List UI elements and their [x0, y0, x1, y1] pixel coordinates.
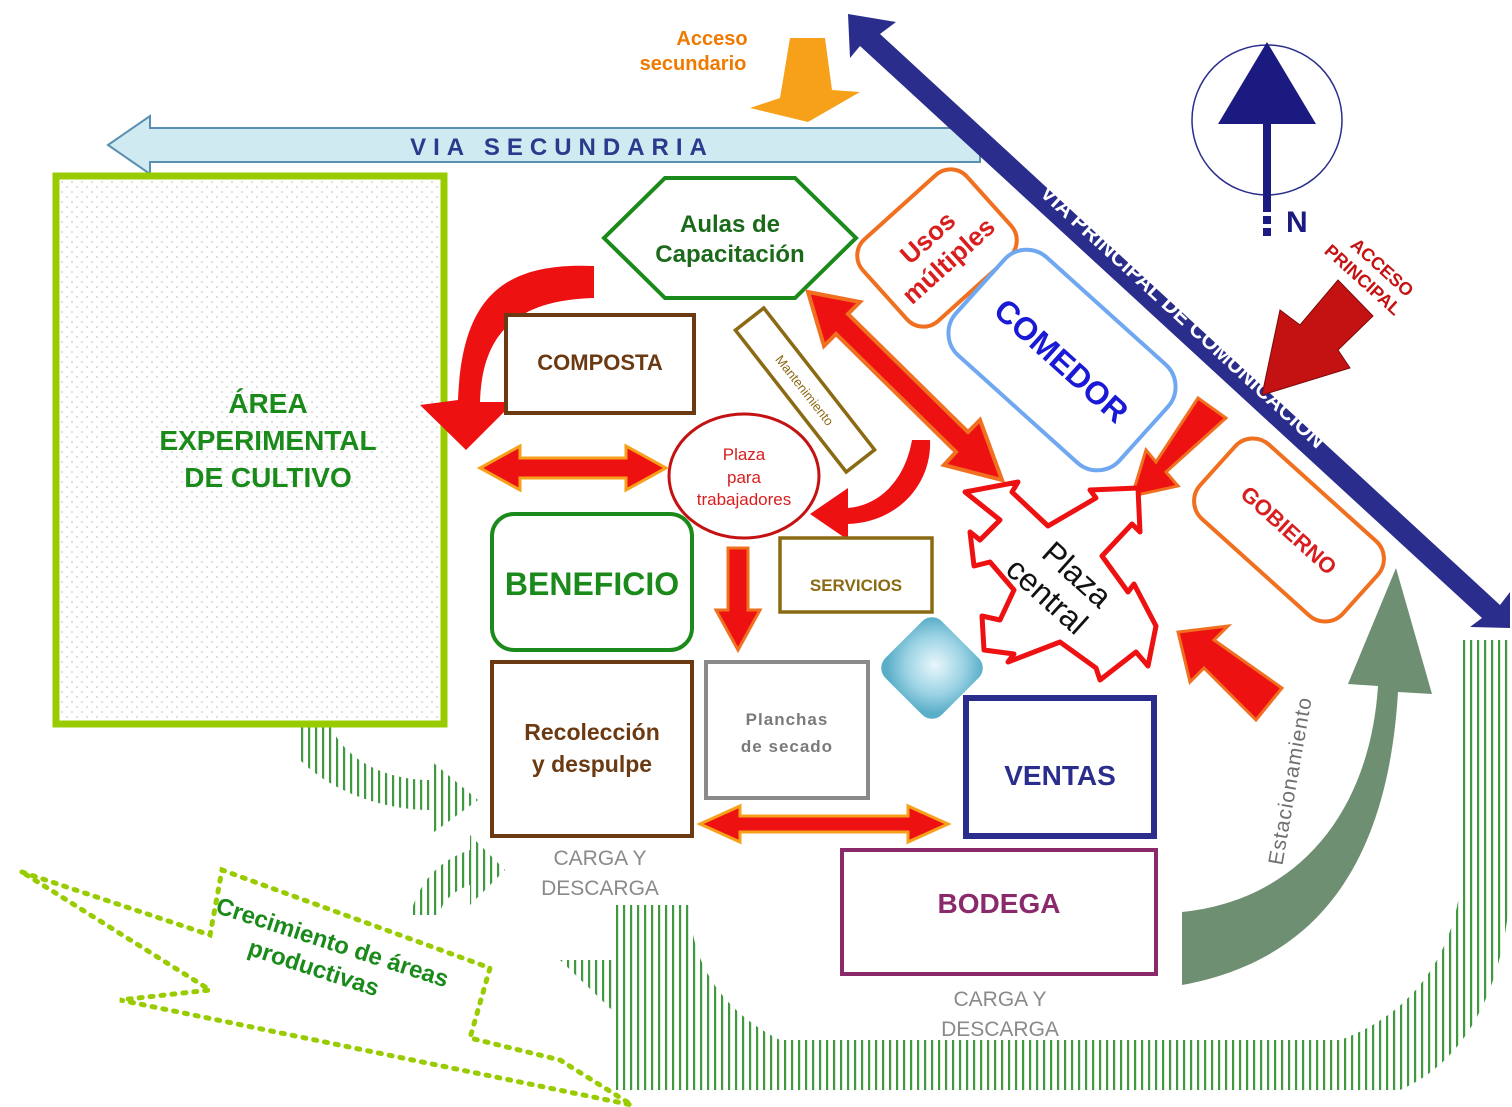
recoleccion-label-2: y despulpe — [532, 751, 652, 777]
beneficio-label: BENEFICIO — [505, 566, 679, 602]
aulas-capacitacion: Aulas de Capacitación — [601, 176, 859, 300]
carga-label-2b: DESCARGA — [941, 1018, 1059, 1041]
composta: COMPOSTA — [504, 313, 696, 415]
estacionamiento-label: Estacionamiento — [1264, 695, 1316, 867]
fountain-icon — [881, 617, 983, 719]
bodega-label: BODEGA — [938, 888, 1061, 919]
recoleccion-label-1: Recolección — [524, 719, 660, 745]
plaza-trabajadores: Plaza para trabajadores — [667, 412, 821, 540]
plaza-central: Plaza central — [962, 479, 1159, 683]
carga-label-2a: CARGA Y — [954, 988, 1047, 1011]
red-curve-arrow-left — [420, 265, 594, 450]
arrow-down-planchas — [713, 546, 763, 654]
area-label-3: DE CULTIVO — [184, 462, 351, 493]
planchas-label-1: Planchas — [746, 710, 829, 729]
aulas-label-2: Capacitación — [655, 241, 804, 268]
acceso-principal-arrow — [1261, 279, 1374, 396]
double-arrow-area-plaza — [476, 443, 670, 493]
area-label-1: ÁREA — [228, 388, 307, 419]
planchas-secado: Planchas de secado — [704, 660, 870, 800]
acceso-secundario-label-1: Acceso — [676, 28, 747, 50]
double-arrow-recoleccion-ventas — [696, 803, 952, 845]
acceso-principal: ACCESO PRINCIPAL — [1261, 234, 1417, 396]
composta-label: COMPOSTA — [537, 350, 663, 375]
acceso-secundario-label-2: secundario — [640, 53, 747, 75]
plaza-trab-label-3: trabajadores — [697, 490, 792, 509]
beneficio: BENEFICIO — [490, 512, 694, 652]
crecimiento-arrow: Crecimiento de áreas productivas — [20, 866, 634, 1107]
planchas-label-2: de secado — [741, 737, 833, 756]
comedor: COMEDOR — [946, 247, 1178, 473]
arrow-comedor-plaza — [1129, 395, 1229, 499]
ventas: VENTAS — [963, 695, 1157, 839]
area-label-2: EXPERIMENTAL — [159, 425, 376, 456]
via-secundaria-label: VIA SECUNDARIA — [410, 134, 714, 161]
north-arrow: N — [1191, 42, 1343, 239]
north-label: N — [1286, 206, 1308, 239]
carga-label-1a: CARGA Y — [554, 847, 647, 870]
via-secundaria: VIA SECUNDARIA — [106, 114, 981, 176]
ventas-label: VENTAS — [1004, 760, 1116, 791]
servicios: SERVICIOS — [778, 536, 934, 614]
servicios-label: SERVICIOS — [810, 576, 902, 595]
recoleccion: Recolección y despulpe — [490, 660, 694, 838]
carga-label-1b: DESCARGA — [541, 877, 659, 900]
aulas-label-1: Aulas de — [680, 211, 780, 238]
green-circulation-stripes — [300, 640, 1510, 1090]
red-curve-arrow-servicios — [810, 440, 931, 540]
bodega: BODEGA — [840, 848, 1158, 976]
via-principal: VIA PRINCIPAL DE COMUNICACIÓN — [848, 14, 1510, 628]
gobierno: GOBIERNO — [1192, 436, 1386, 624]
acceso-secundario: Acceso secundario — [640, 28, 860, 122]
area-experimental: ÁREA EXPERIMENTAL DE CULTIVO — [52, 172, 448, 728]
acceso-secundario-arrow — [750, 38, 860, 122]
plaza-trab-label-1: Plaza — [723, 445, 766, 464]
arrow-parking-plaza — [1176, 623, 1285, 723]
double-arrow-aulas-plaza — [805, 289, 1006, 483]
plaza-trab-label-2: para — [727, 468, 762, 487]
